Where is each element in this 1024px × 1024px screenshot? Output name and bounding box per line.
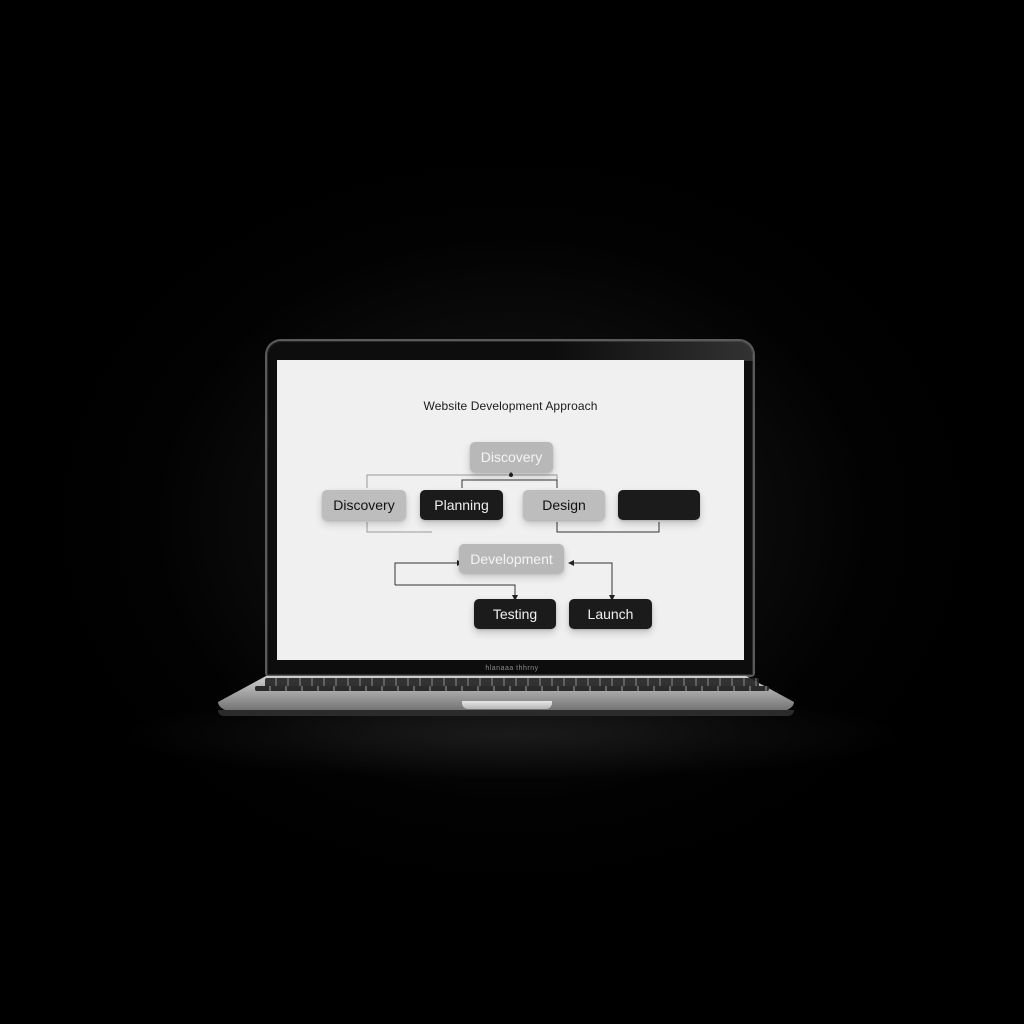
node-launch-label: Launch <box>587 606 634 622</box>
node-design-label: Design <box>542 497 586 513</box>
node-launch[interactable]: Launch <box>569 599 652 629</box>
node-discovery-top-label: Discovery <box>480 449 543 465</box>
connector-dot-top <box>509 473 513 477</box>
laptop-thumb-notch <box>462 701 552 709</box>
node-testing-label: Testing <box>492 606 538 622</box>
connector-dev-left <box>394 562 457 585</box>
lid-glare <box>553 341 753 361</box>
arrow-to-development-right <box>568 560 574 566</box>
keyboard-row-bottom <box>255 686 769 691</box>
node-discovery[interactable]: Discovery <box>322 490 406 520</box>
node-testing[interactable]: Testing <box>474 599 556 629</box>
arrow-to-testing <box>512 595 518 601</box>
node-planning[interactable]: Planning <box>420 490 503 520</box>
node-planning-label: Planning <box>434 497 489 513</box>
arrow-to-launch <box>609 595 615 601</box>
node-development-label: Development <box>470 550 553 567</box>
laptop-brand-label: hlanaaa thhrny <box>485 665 539 672</box>
node-discovery-label: Discovery <box>333 497 395 513</box>
node-discovery-top[interactable]: Discovery <box>470 442 553 472</box>
connector-design-right <box>556 522 660 533</box>
node-design[interactable]: Design <box>523 490 605 520</box>
diagram-connectors <box>366 470 660 601</box>
connector-row-underline <box>366 522 432 533</box>
laptop-screen: Website Development Approach Discovery D… <box>277 360 744 660</box>
node-unlabeled[interactable] <box>618 490 700 520</box>
node-development[interactable]: Development <box>459 544 564 573</box>
diagram-title: Website Development Approach <box>423 399 598 413</box>
connector-planning-link <box>461 479 558 488</box>
connector-dev-right <box>574 562 613 598</box>
connector-dev-to-testing <box>395 584 516 598</box>
laptop-base-edge <box>218 710 794 716</box>
